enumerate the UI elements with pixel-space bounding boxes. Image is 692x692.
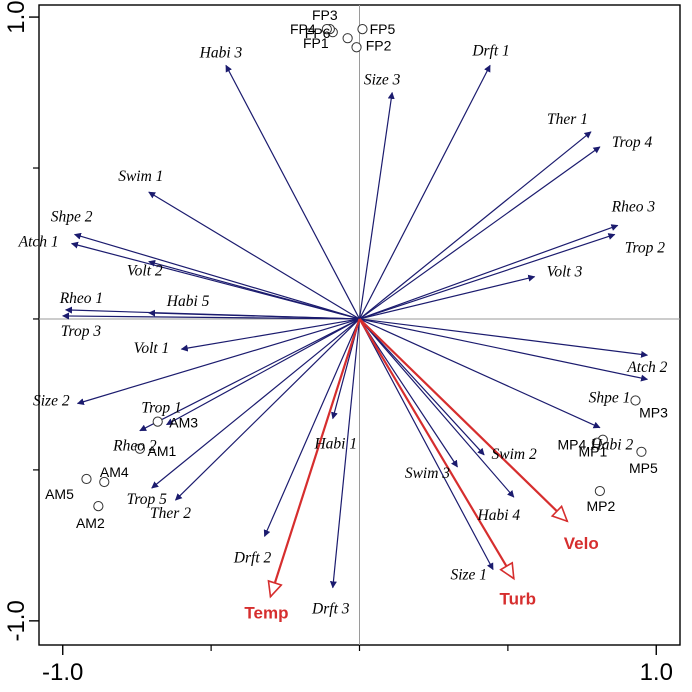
trait-arrow-size-1 [358,318,494,571]
env-label-temp: Temp [244,604,288,623]
site-label-fp2: FP2 [366,37,392,53]
site-label-am4: AM4 [100,464,129,480]
trait-arrow-volt-1 [180,318,360,352]
x-tick-label: -1.0 [42,659,83,686]
site-point-mp3 [630,395,641,406]
env-label-turb: Turb [500,590,537,609]
trait-arrow-rheo-3 [359,224,619,320]
site-label-am1: AM1 [147,443,176,459]
trait-arrow-swim-1 [148,191,360,320]
site-point-am2 [93,501,104,512]
site-label-am5: AM5 [45,486,74,502]
trait-arrow-swim-2 [359,318,485,456]
trait-arrow-size-2 [76,318,360,406]
trait-label-drft-2: Drft 2 [233,549,272,566]
site-label-fp3: FP3 [312,7,338,23]
trait-arrow-shpe-2 [73,232,360,320]
trait-arrow-size-3 [358,91,395,320]
trait-label-habi-3: Habi 3 [199,44,243,61]
trait-arrow-ther-1 [359,131,592,320]
site-label-mp4: MP4 [558,437,587,453]
env-arrow-temp [267,318,361,599]
trait-label-rheo-2: Rheo 2 [112,438,157,455]
trait-label-swim-3: Swim 3 [405,465,450,482]
site-point-fp4 [321,24,332,35]
site-point-am3 [152,416,163,427]
trait-arrow-trop-5 [151,318,360,489]
trait-arrow-habi-4 [359,318,515,498]
env-arrow-turb [358,318,515,581]
trait-label-volt-3: Volt 3 [547,264,583,281]
trait-arrow-ther-2 [175,318,360,501]
trait-label-rheo-1: Rheo 1 [59,290,103,307]
trait-arrow-swim-3 [358,318,458,468]
trait-label-ther-2: Ther 2 [150,505,191,522]
trait-label-volt-2: Volt 2 [127,263,163,280]
trait-arrow-rheo-1 [65,306,360,320]
trait-label-ther-1: Ther 1 [547,111,588,128]
site-label-am3: AM3 [169,415,198,431]
trait-arrow-trop-3 [62,312,360,320]
trait-arrow-habi-2 [359,318,601,429]
site-label-mp1: MP1 [578,444,607,460]
trait-label-swim-1: Swim 1 [118,168,163,185]
trait-label-size-3: Size 3 [364,72,401,89]
trait-label-size-1: Size 1 [450,567,487,584]
site-label-mp3: MP3 [639,404,668,420]
trait-arrow-drft-3 [329,318,361,589]
trait-arrow-rheo-2 [139,318,360,432]
site-label-am2: AM2 [76,515,105,531]
trait-label-habi-4: Habi 4 [477,507,521,524]
site-point-am5 [81,473,92,485]
trait-label-drft-1: Drft 1 [471,42,509,59]
trait-arrow-drft-1 [358,64,491,320]
site-point-fp6 [342,33,353,44]
y-tick-label: 1.0 [3,0,30,33]
trait-arrow-shpe-1 [359,318,649,382]
trait-label-size-2: Size 2 [33,392,70,409]
trait-arrow-volt-3 [359,274,536,320]
trait-label-swim-2: Swim 2 [492,446,537,463]
trait-arrow-volt-2 [148,259,360,320]
trait-label-habi-5: Habi 5 [166,293,210,310]
site-point-am4 [99,476,110,488]
trait-label-habi-1: Habi 1 [313,436,357,453]
site-point-fp2 [351,42,362,53]
site-point-fp5 [357,24,368,35]
env-arrow-velo [358,318,569,523]
trait-label-rheo-3: Rheo 3 [611,198,656,215]
trait-label-trop-1: Trop 1 [141,400,181,417]
trait-label-drft-3: Drft 3 [311,601,350,618]
trait-label-shpe-2: Shpe 2 [51,208,93,225]
site-point-mp4 [591,437,603,448]
trait-arrow-trop-4 [359,146,601,320]
site-label-fp4: FP4 [290,21,316,37]
trait-label-volt-1: Volt 1 [134,340,170,357]
site-label-fp6: FP6 [305,25,331,41]
trait-label-atch-1: Atch 1 [18,233,59,250]
env-label-velo: Velo [564,534,599,553]
trait-label-habi-2: Habi 2 [590,437,634,454]
site-label-mp5: MP5 [629,460,658,476]
trait-label-shpe-1: Shpe 1 [589,389,631,406]
trait-label-trop-4: Trop 4 [612,134,653,151]
trait-arrow-drft-2 [263,318,361,537]
trait-label-trop-2: Trop 2 [625,239,666,256]
trait-arrow-trop-1 [165,318,360,426]
trait-label-trop-3: Trop 3 [61,323,102,340]
trait-arrow-atch-2 [359,318,649,358]
site-label-mp2: MP2 [586,498,615,514]
site-label-fp5: FP5 [370,21,396,37]
trait-arrow-trop-2 [359,233,616,320]
trait-arrow-habi-3 [225,64,361,320]
y-tick-label: -1.0 [3,600,30,641]
site-label-fp1: FP1 [303,35,329,51]
trait-label-trop-5: Trop 5 [127,491,168,508]
site-point-mp5 [636,446,647,457]
site-point-am1 [134,443,145,454]
trait-label-atch-2: Atch 2 [626,359,667,376]
site-point-mp2 [594,485,605,497]
x-tick-label: 1.0 [640,659,673,686]
